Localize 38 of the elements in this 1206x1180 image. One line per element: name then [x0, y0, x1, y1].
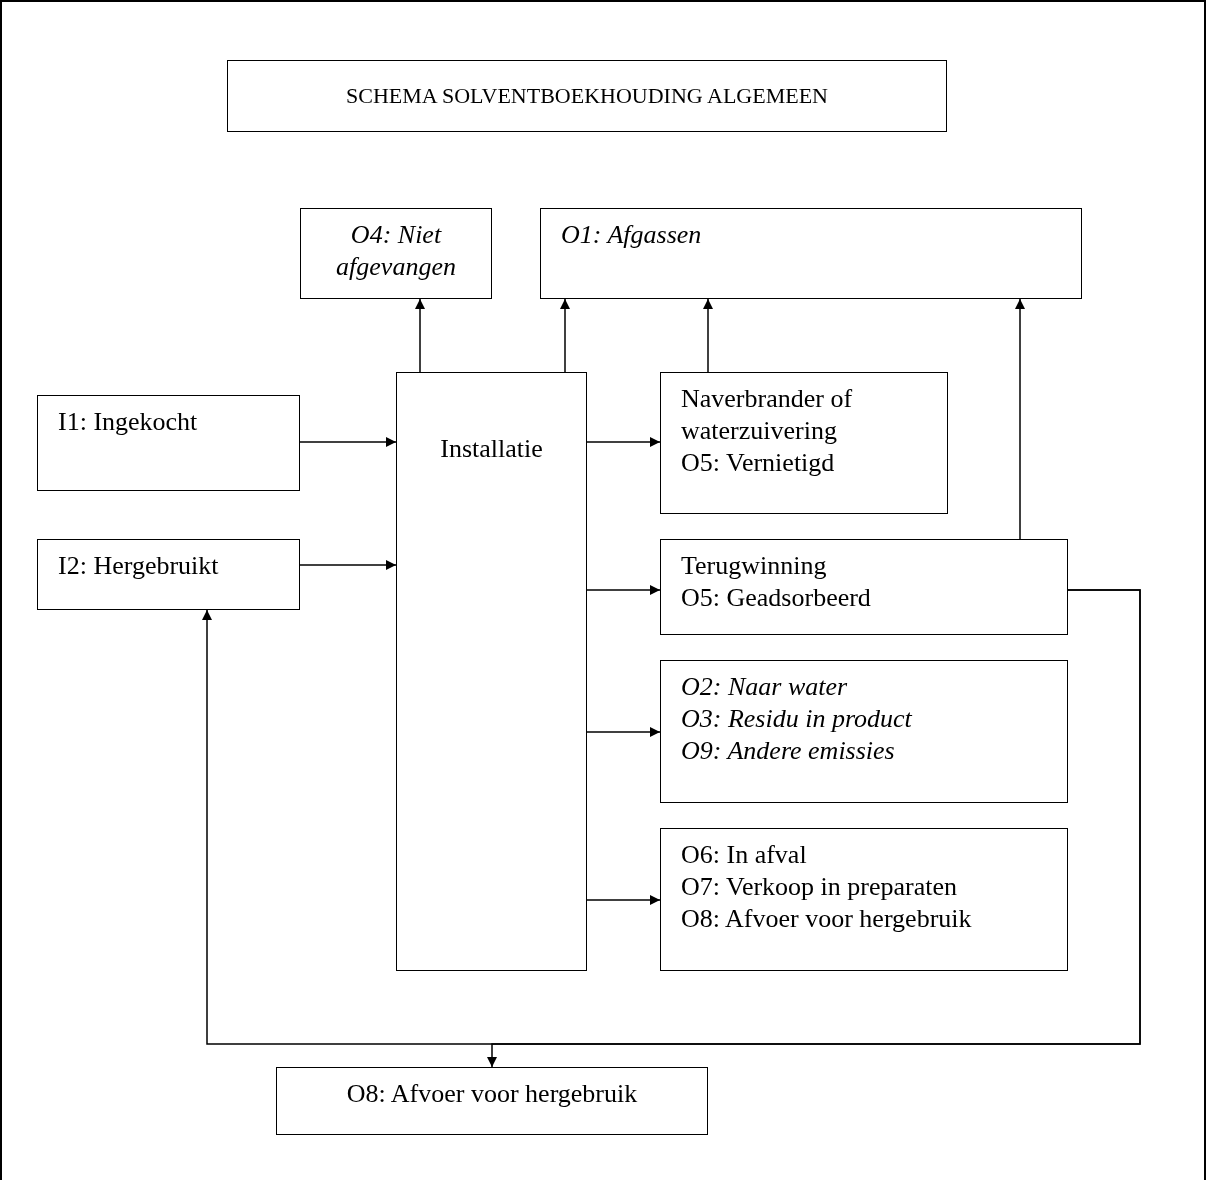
arrow: [586, 727, 661, 737]
process-box: [660, 660, 1068, 803]
process-box: [300, 208, 492, 299]
arrow: [586, 895, 661, 905]
box-text: O9: Andere emissies: [681, 735, 896, 767]
box-text: O6: In afval: [681, 839, 808, 871]
process-box: [660, 828, 1068, 971]
box-text: O3: Residu in product: [681, 703, 913, 735]
box-text: O7: Verkoop in preparaten: [681, 871, 959, 903]
process-box: [37, 539, 300, 610]
box-text: O4: Niet afgevangen: [335, 219, 457, 283]
process-box: [540, 208, 1082, 299]
box-text: O2: Naar water: [681, 671, 849, 703]
box-text: O8: Afvoer voor hergebruik: [345, 1078, 639, 1110]
process-box: [396, 372, 587, 971]
box-text: O1: Afgassen: [561, 219, 703, 251]
box-text: O8: Afvoer voor hergebruik: [681, 903, 973, 935]
arrow: [560, 298, 570, 373]
process-box: [37, 395, 300, 491]
title-box: SCHEMA SOLVENTBOEKHOUDING ALGEMEEN: [227, 60, 947, 132]
arrow: [586, 585, 661, 595]
process-box: [276, 1067, 708, 1135]
arrow: [487, 589, 1141, 1068]
arrow: [586, 437, 661, 447]
box-text: O5: Vernietigd: [681, 447, 836, 479]
box-text: O5: Geadsorbeerd: [681, 582, 872, 614]
box-text: Installatie: [439, 433, 544, 465]
arrow: [703, 298, 713, 373]
arrow: [299, 437, 397, 447]
box-text: I2: Hergebruikt: [58, 550, 220, 582]
box-text: Naverbrander of waterzuivering: [681, 383, 854, 447]
process-box: [660, 539, 1068, 635]
box-text: Terugwinning: [681, 550, 828, 582]
box-text: I1: Ingekocht: [58, 406, 199, 438]
arrow: [415, 298, 425, 373]
process-box: [660, 372, 948, 514]
arrow: [299, 560, 397, 570]
arrow: [1015, 298, 1025, 540]
